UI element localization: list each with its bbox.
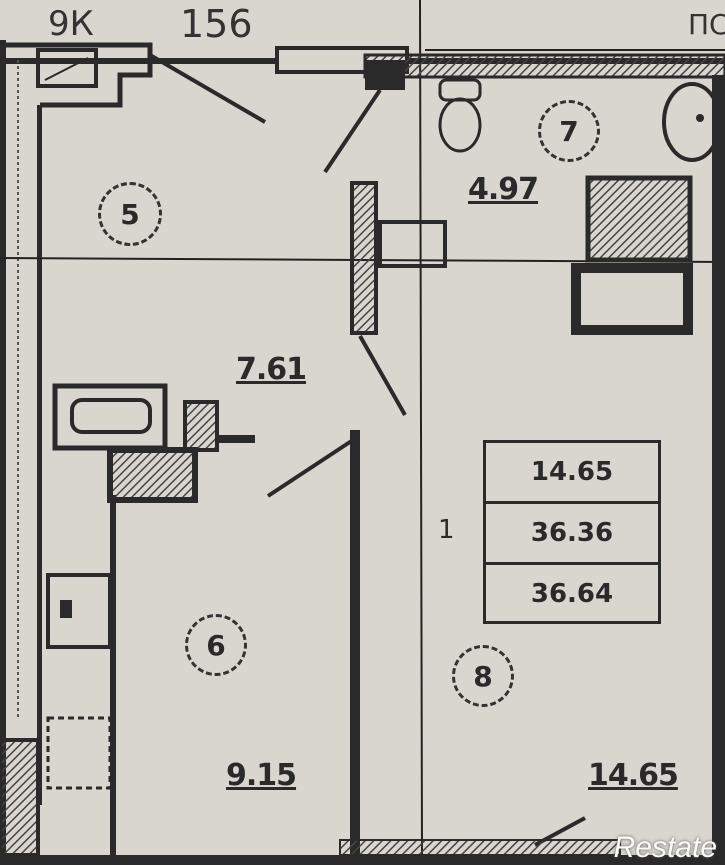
living-marker: 1 bbox=[438, 515, 455, 545]
wall-kitchen-living bbox=[350, 430, 360, 860]
wall-right bbox=[712, 75, 725, 385]
room-number-hall-upper: 5 bbox=[98, 182, 162, 246]
area-hall: 7.61 bbox=[236, 352, 307, 387]
wc-sink-icon bbox=[662, 82, 722, 162]
room-number-wc: 7 bbox=[538, 100, 600, 162]
column-block bbox=[107, 447, 198, 503]
bathtub-icon bbox=[52, 383, 168, 451]
wall-stub bbox=[217, 435, 255, 443]
partition-column bbox=[350, 181, 378, 335]
watermark-logo: Restate bbox=[613, 831, 717, 864]
summary-total-area: 36.36 bbox=[486, 504, 658, 565]
stove-icon bbox=[585, 175, 693, 263]
summary-living-area: 14.65 bbox=[486, 443, 658, 504]
wall-segment-top-left bbox=[0, 42, 153, 108]
wall-left bbox=[0, 40, 6, 865]
wall-column bbox=[365, 60, 405, 90]
door-swing-living bbox=[358, 335, 407, 416]
kitchen-unit-icon bbox=[571, 263, 693, 335]
shaft-block bbox=[183, 400, 219, 452]
cabinet-block bbox=[46, 573, 112, 649]
door-swing-kitchen bbox=[266, 438, 355, 498]
window-bottom bbox=[339, 839, 621, 856]
wall-bottom bbox=[0, 855, 725, 865]
room-number-living: 8 bbox=[452, 645, 514, 707]
wall-top-right bbox=[363, 53, 725, 79]
wall-left-inner bbox=[37, 105, 42, 805]
area-living: 14.65 bbox=[588, 758, 679, 793]
label-top-right: ПС bbox=[688, 8, 725, 41]
partition-block bbox=[378, 220, 447, 268]
summary-total-with-balcony: 36.64 bbox=[530, 579, 614, 609]
axis-line-vertical bbox=[419, 0, 423, 856]
area-summary-table: 14.65 36.36 36.64 bbox=[483, 440, 661, 624]
vent-shaft bbox=[36, 48, 98, 88]
area-wc: 4.97 bbox=[468, 172, 539, 207]
toilet-icon bbox=[438, 78, 482, 153]
door-swing-entry bbox=[148, 53, 267, 124]
area-kitchen: 9.15 bbox=[226, 758, 297, 793]
label-top-center: 156 bbox=[180, 2, 253, 46]
cabinet-block-lower bbox=[46, 716, 112, 790]
door-swing-wc bbox=[323, 88, 382, 174]
room-number-kitchen: 6 bbox=[185, 614, 247, 676]
wall-bottom-right bbox=[712, 380, 725, 860]
wall-kitchen-left bbox=[110, 495, 116, 860]
stair-block bbox=[0, 738, 40, 857]
label-top-left: 9К bbox=[48, 4, 94, 44]
